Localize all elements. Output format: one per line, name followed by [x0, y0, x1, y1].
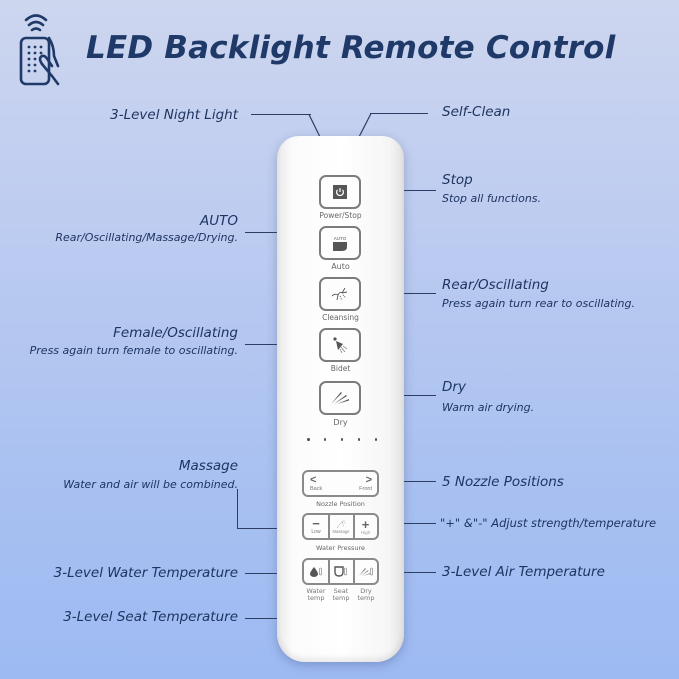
- callout-stop-title: Stop: [442, 172, 473, 188]
- callout-dry-title: Dry: [442, 379, 466, 395]
- female-spray-icon: [333, 337, 348, 354]
- auto-icon: [333, 241, 347, 251]
- remote-control-hand-icon: [19, 14, 60, 86]
- water-temp-label: Water temp: [301, 588, 331, 602]
- auto-button[interactable]: AUTO: [319, 226, 361, 260]
- callout-auto-title: AUTO: [200, 213, 238, 229]
- massage-button[interactable]: Massage: [329, 515, 353, 538]
- connector-air-temp: [378, 572, 436, 574]
- dry-temp-button[interactable]: [354, 560, 377, 583]
- connector-adjust: [378, 523, 436, 525]
- power-icon: [333, 185, 347, 199]
- callout-female-desc: Press again turn female to oscillating.: [29, 344, 238, 357]
- water-pressure-label: Water Pressure: [315, 544, 366, 552]
- callout-massage-desc: Water and air will be combined.: [63, 478, 238, 491]
- connector-massage-v: [237, 489, 239, 528]
- nozzle-position-label: Nozzle Position: [316, 500, 365, 508]
- callout-stop-desc: Stop all functions.: [442, 192, 542, 205]
- dry-label: Dry: [333, 418, 348, 427]
- power-stop-label: Power/Stop: [319, 211, 362, 220]
- callout-auto-desc: Rear/Oscillating/Massage/Drying.: [55, 231, 238, 244]
- callout-massage-title: Massage: [178, 458, 238, 474]
- nozzle-front-button[interactable]: > Front: [339, 472, 377, 495]
- seat-icon: [334, 566, 347, 577]
- callout-night-light: 3-Level Night Light: [110, 107, 238, 123]
- dry-air-icon: [358, 567, 373, 576]
- connector-self-clean: [370, 113, 428, 115]
- dry-button[interactable]: [319, 381, 361, 415]
- auto-label: Auto: [331, 262, 350, 271]
- pressure-high-button[interactable]: + High: [354, 515, 377, 538]
- seat-temp-line2: temp: [332, 594, 350, 602]
- pressure-low-label: Low: [311, 529, 321, 535]
- indicator-dot: [307, 438, 310, 441]
- indicator-dot: [374, 438, 377, 441]
- remote-control: Power/Stop AUTO Auto Cleansing Bidet: [277, 136, 404, 662]
- connector-water-temp: [245, 573, 304, 575]
- rear-spray-icon: [331, 287, 348, 301]
- dry-temp-line1: Dry: [360, 587, 372, 595]
- seat-temp-line1: Seat: [333, 587, 349, 595]
- water-temp-button[interactable]: [304, 560, 328, 583]
- water-drop-icon: [310, 567, 322, 577]
- connector-nozzle: [378, 481, 436, 483]
- callout-rear-title: Rear/Oscillating: [442, 277, 549, 293]
- water-temp-line1: Water: [306, 587, 326, 595]
- pressure-high-label: High: [360, 529, 371, 535]
- callout-nozzle: 5 Nozzle Positions: [442, 474, 564, 490]
- massage-label: Massage: [332, 529, 350, 534]
- indicator-dot: [323, 438, 327, 441]
- minus-icon: −: [312, 516, 320, 531]
- bidet-label: Bidet: [330, 364, 351, 373]
- power-stop-button[interactable]: [319, 175, 361, 209]
- callout-adjust: "+" &"-" Adjust strength/temperature: [440, 516, 657, 530]
- callout-female-title: Female/Oscillating: [113, 325, 238, 341]
- callout-seat-temp: 3-Level Seat Temperature: [63, 609, 238, 625]
- connector-night-light-diag: [308, 114, 321, 138]
- massage-icon: [336, 519, 347, 529]
- water-pressure-group: − Low Massage + High: [302, 513, 379, 540]
- segment-divider: [328, 515, 330, 538]
- indicator-dot: [357, 438, 361, 441]
- pressure-low-button[interactable]: − Low: [304, 515, 328, 538]
- seat-temp-label: Seat temp: [326, 588, 356, 602]
- callout-water-temp: 3-Level Water Temperature: [53, 565, 238, 581]
- segment-divider: [353, 515, 355, 538]
- connector-self-clean-diag: [358, 113, 372, 138]
- dry-temp-line2: temp: [357, 594, 375, 602]
- connector-night-light: [251, 114, 311, 116]
- seat-temp-button[interactable]: [329, 560, 353, 583]
- water-temp-line2: temp: [307, 594, 325, 602]
- cleansing-label: Cleansing: [322, 313, 359, 322]
- page-title: LED Backlight Remote Control: [86, 30, 616, 66]
- nozzle-back-button[interactable]: < Back: [304, 472, 342, 495]
- segment-divider: [353, 560, 355, 583]
- callout-air-temp: 3-Level Air Temperature: [442, 564, 605, 580]
- dry-temp-label: Dry temp: [351, 588, 381, 602]
- cleansing-button[interactable]: [319, 277, 361, 311]
- bidet-button[interactable]: [319, 328, 361, 362]
- nozzle-position-group: < Back > Front: [302, 470, 379, 497]
- callout-rear-desc: Press again turn rear to oscillating.: [442, 297, 635, 310]
- chevron-right-icon: >: [365, 474, 372, 486]
- auto-icon-text: AUTO: [333, 235, 347, 241]
- nozzle-back-label: Back: [310, 486, 323, 492]
- indicator-dot: [340, 438, 344, 441]
- temperature-group: [302, 558, 379, 585]
- segment-divider: [328, 560, 330, 583]
- level-indicator: [307, 438, 377, 441]
- nozzle-front-label: Front: [359, 486, 372, 492]
- callout-dry-desc: Warm air drying.: [442, 401, 535, 414]
- chevron-left-icon: <: [310, 474, 317, 486]
- callout-self-clean: Self-Clean: [442, 104, 511, 120]
- dry-air-icon: [331, 392, 349, 404]
- plus-icon: +: [361, 516, 370, 532]
